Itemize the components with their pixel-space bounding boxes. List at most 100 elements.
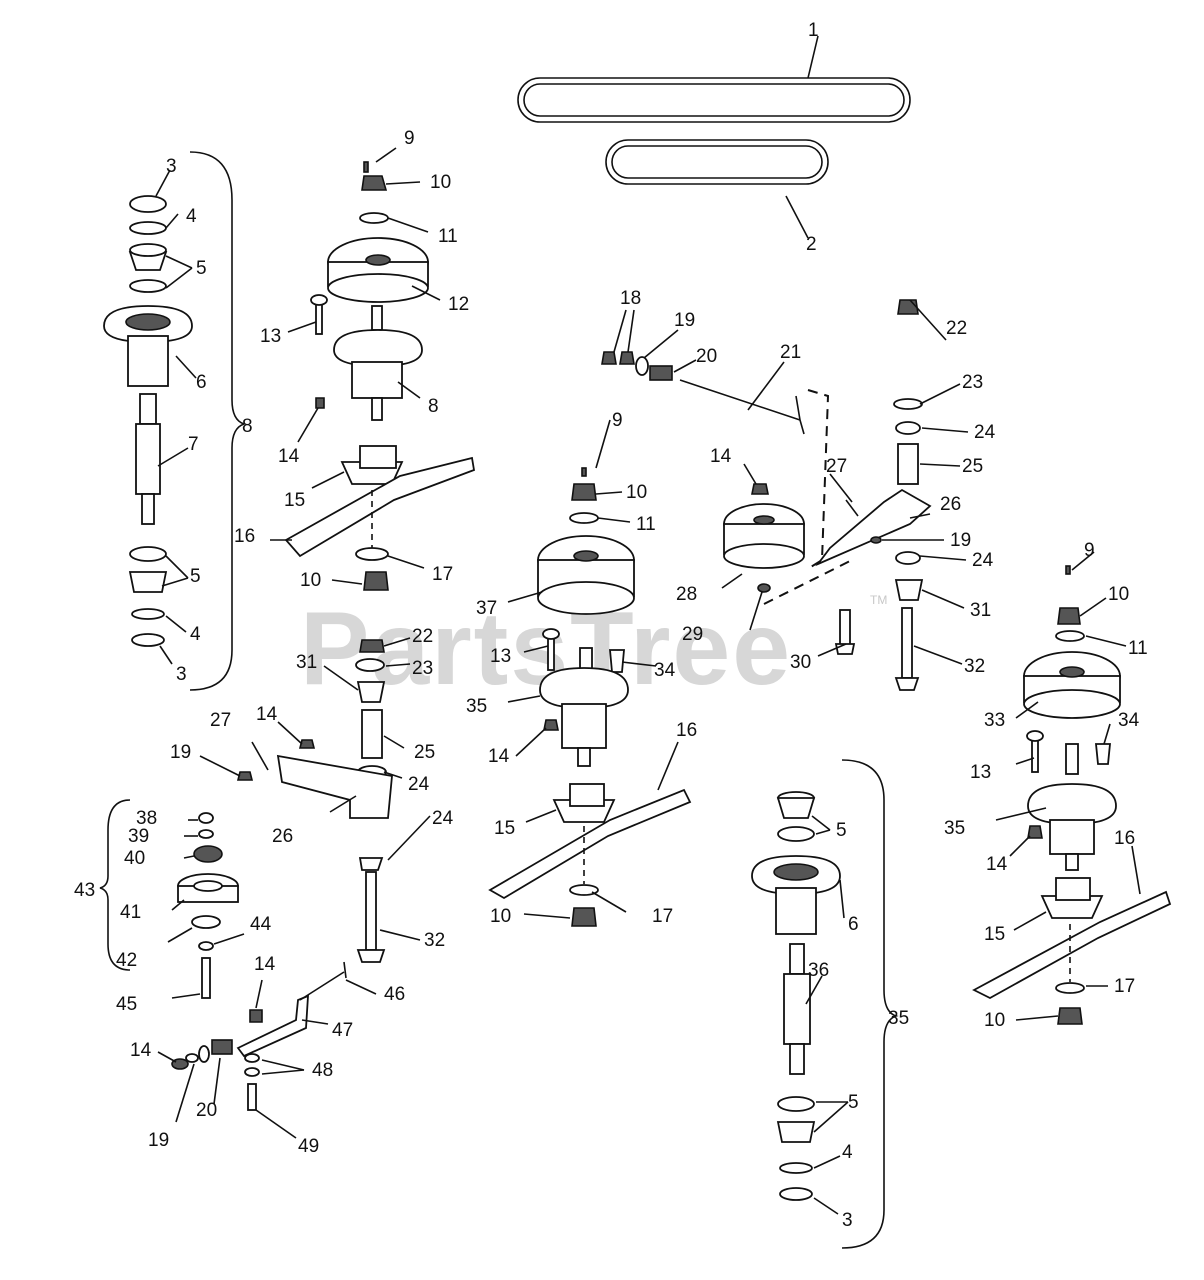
callout-14: 14 (278, 446, 300, 467)
callout-16: 16 (234, 526, 255, 547)
callout-10: 10 (300, 570, 321, 591)
callout-21: 21 (780, 342, 801, 363)
callout-13: 13 (490, 646, 511, 667)
callout-10: 10 (626, 482, 647, 503)
callout-14: 14 (256, 704, 278, 725)
callout-11: 11 (438, 226, 458, 247)
callout-14: 14 (488, 746, 510, 767)
callout-26: 26 (272, 826, 293, 847)
callout-10: 10 (1108, 584, 1129, 605)
callout-24: 24 (408, 774, 430, 795)
callout-13: 13 (970, 762, 991, 783)
callout-8: 8 (428, 396, 439, 417)
callout-24: 24 (972, 550, 994, 571)
callout-27: 27 (210, 710, 231, 731)
callout-36: 36 (808, 960, 829, 981)
callout-5: 5 (836, 820, 847, 841)
callout-26: 26 (940, 494, 961, 515)
callout-9: 9 (404, 128, 415, 149)
callout-12: 12 (448, 294, 469, 315)
callout-13: 13 (260, 326, 281, 347)
callout-38: 38 (136, 808, 157, 829)
callout-5: 5 (196, 258, 207, 279)
callout-15: 15 (284, 490, 305, 511)
callout-20: 20 (696, 346, 717, 367)
brace-group-35 (841, 759, 899, 1249)
callout-19: 19 (674, 310, 695, 331)
callout-35: 35 (466, 696, 487, 717)
callout-23: 23 (412, 658, 433, 679)
callout-34: 34 (654, 660, 676, 681)
callout-3: 3 (842, 1210, 853, 1231)
callout-17: 17 (652, 906, 673, 927)
callout-18: 18 (620, 288, 641, 309)
callout-46: 46 (384, 984, 405, 1005)
callout-39: 39 (128, 826, 149, 847)
callout-22: 22 (946, 318, 967, 339)
callout-42: 42 (116, 950, 137, 971)
callout-19: 19 (170, 742, 191, 763)
callout-31: 31 (970, 600, 991, 621)
callout-11: 11 (1128, 638, 1148, 659)
callout-24: 24 (974, 422, 996, 443)
callout-29: 29 (682, 624, 703, 645)
callout-8-group: 8 (242, 416, 253, 437)
callout-34: 34 (1118, 710, 1140, 731)
callout-30: 30 (790, 652, 811, 673)
callout-10: 10 (490, 906, 511, 927)
assembly-43 (177, 812, 239, 999)
lower-left-bracket-assembly (171, 961, 347, 1111)
callout-32: 32 (424, 930, 445, 951)
callout-43-group: 43 (74, 880, 95, 901)
callout-10: 10 (430, 172, 451, 193)
callout-17: 17 (1114, 976, 1135, 997)
callout-7: 7 (188, 434, 199, 455)
callout-4: 4 (186, 206, 197, 227)
callout-9: 9 (1084, 540, 1095, 561)
callout-25: 25 (962, 456, 983, 477)
callout-6: 6 (848, 914, 859, 935)
callout-16: 16 (676, 720, 697, 741)
callout-35: 35 (944, 818, 965, 839)
callout-17: 17 (432, 564, 453, 585)
callout-11: 11 (636, 514, 656, 535)
callout-3: 3 (166, 156, 177, 177)
callout-44: 44 (250, 914, 272, 935)
callout-9: 9 (612, 410, 623, 431)
callout-19: 19 (950, 530, 971, 551)
spindle-center-double-pulley (488, 467, 692, 927)
callout-4: 4 (842, 1142, 853, 1163)
brace-group-8 (189, 151, 247, 691)
callout-4: 4 (190, 624, 201, 645)
callout-24: 24 (432, 808, 454, 829)
callout-37: 37 (476, 598, 497, 619)
callout-32: 32 (964, 656, 985, 677)
callout-3: 3 (176, 664, 187, 685)
callout-5: 5 (848, 1092, 859, 1113)
callout-14: 14 (130, 1040, 152, 1061)
trademark-mark: TM (870, 593, 887, 607)
brace-group-43 (99, 799, 131, 971)
callout-48: 48 (312, 1060, 333, 1081)
callout-5: 5 (190, 566, 201, 587)
callout-45: 45 (116, 994, 137, 1015)
callout-10: 10 (984, 1010, 1005, 1031)
callout-23: 23 (962, 372, 983, 393)
callout-41: 41 (120, 902, 141, 923)
spindle-assembly-35 (751, 791, 841, 1201)
spindle-assembly-8 (103, 195, 193, 647)
callout-25: 25 (414, 742, 435, 763)
callout-15: 15 (494, 818, 515, 839)
callout-14: 14 (254, 954, 276, 975)
callout-28: 28 (676, 584, 697, 605)
callout-14: 14 (986, 854, 1008, 875)
callout-47: 47 (332, 1020, 353, 1041)
callout-15: 15 (984, 924, 1005, 945)
callout-6: 6 (196, 372, 207, 393)
callout-2: 2 (806, 234, 817, 255)
leader-lines (155, 35, 1141, 1215)
callout-27: 27 (826, 456, 847, 477)
callout-33: 33 (984, 710, 1005, 731)
callout-labels: 1 2 3 4 5 6 7 8 5 4 3 9 10 11 12 13 8 14… (74, 20, 1148, 1231)
